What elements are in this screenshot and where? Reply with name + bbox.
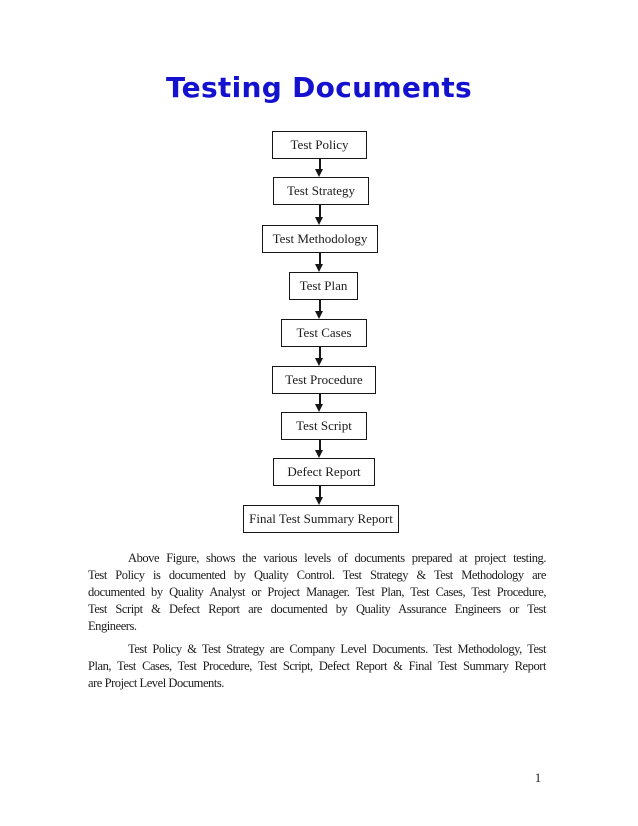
- arrow-stem: [318, 486, 321, 498]
- paragraph-line: documented by Quality Analyst or Project…: [88, 585, 546, 599]
- paragraph-2: Test Policy & Test Strategy are Company …: [88, 641, 546, 692]
- paragraph-line: Test Script & Defect Report are document…: [88, 602, 546, 616]
- arrow-stem: [318, 440, 321, 451]
- page-title: Testing Documents: [165, 71, 472, 104]
- arrow-stem: [318, 347, 321, 359]
- arrow-head: [315, 358, 323, 366]
- paragraph-1: Above Figure, shows the various levels o…: [88, 550, 546, 635]
- body-text: Above Figure, shows the various levels o…: [88, 550, 546, 692]
- paragraph-line: Plan, Test Cases, Test Procedure, Test S…: [88, 659, 546, 673]
- down-arrow-icon: [315, 300, 324, 319]
- flowchart-node-test-script: Test Script: [281, 412, 367, 440]
- page-number: 1: [534, 770, 542, 785]
- down-arrow-icon: [315, 159, 324, 177]
- arrow-head: [315, 404, 323, 412]
- flowchart-node-test-procedure: Test Procedure: [272, 366, 376, 394]
- flowchart-node-test-policy: Test Policy: [272, 131, 367, 159]
- arrow-stem: [318, 394, 321, 405]
- arrow-head: [315, 450, 323, 458]
- arrow-stem: [318, 300, 321, 312]
- paragraph-line: Test Policy is documented by Quality Con…: [88, 568, 546, 582]
- arrow-stem: [318, 159, 321, 170]
- flowchart-node-defect-report: Defect Report: [273, 458, 375, 486]
- down-arrow-icon: [315, 486, 324, 505]
- down-arrow-icon: [315, 440, 324, 458]
- down-arrow-icon: [315, 205, 324, 225]
- paragraph-line: Engineers.: [88, 619, 137, 633]
- arrow-head: [315, 264, 323, 272]
- flowchart-node-test-cases: Test Cases: [281, 319, 367, 347]
- arrow-stem: [318, 253, 321, 265]
- flowchart-node-test-strategy: Test Strategy: [273, 177, 369, 205]
- down-arrow-icon: [315, 347, 324, 366]
- arrow-head: [315, 497, 323, 505]
- flowchart-node-final-test-summary-report: Final Test Summary Report: [243, 505, 399, 533]
- down-arrow-icon: [315, 253, 324, 272]
- flowchart-node-test-plan: Test Plan: [289, 272, 358, 300]
- paragraph-line: Test Policy & Test Strategy are Company …: [128, 642, 546, 656]
- arrow-stem: [318, 205, 321, 218]
- down-arrow-icon: [315, 394, 324, 412]
- arrow-head: [315, 169, 323, 177]
- flowchart-node-test-methodology: Test Methodology: [262, 225, 378, 253]
- paragraph-line: Above Figure, shows the various levels o…: [128, 551, 546, 565]
- arrow-head: [315, 217, 323, 225]
- paragraph-line: are Project Level Documents.: [88, 676, 224, 690]
- arrow-head: [315, 311, 323, 319]
